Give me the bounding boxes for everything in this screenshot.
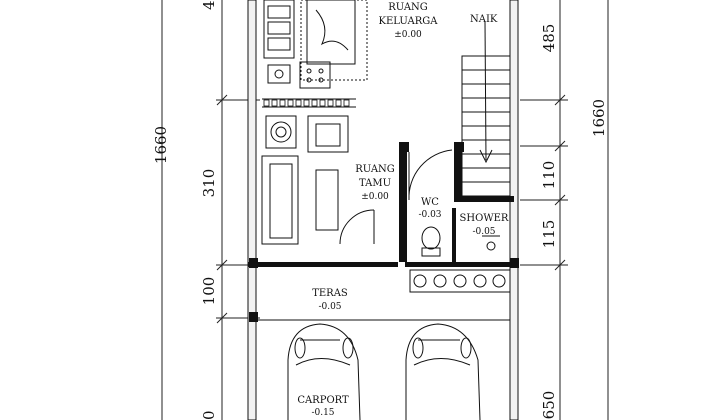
dim-left-teras: 100: [200, 277, 218, 306]
dim-left-ruang-tamu: 310: [200, 169, 218, 198]
shower-fixture: [482, 235, 500, 251]
staircase: [461, 21, 511, 197]
wall-column-teras: [249, 312, 258, 322]
dim-right-shower: 115: [540, 220, 558, 249]
car-left: [287, 323, 361, 420]
carport-label-bg: [292, 392, 354, 420]
ruang-keluarga-name-2: KELUARGA: [379, 16, 439, 27]
dim-right-stair-lower: 110: [540, 161, 558, 190]
carport-level: -0.15: [311, 408, 334, 418]
wc-walls: [399, 142, 514, 262]
wc-level: -0.03: [418, 210, 441, 220]
wc-name: WC: [421, 197, 439, 208]
wc-toilet: [421, 226, 441, 257]
ruang-keluarga-level: ±0.00: [394, 30, 422, 40]
living-room-furniture: [261, 115, 375, 245]
right-dimension-lines: [520, 0, 609, 420]
ruang-tamu-level: ±0.00: [361, 192, 389, 202]
dim-right-top: 485: [540, 24, 558, 53]
car-right: [405, 323, 481, 420]
ruang-tamu-name-1: RUANG: [355, 164, 395, 175]
dim-left-bottom-partial: 0: [200, 410, 218, 420]
stair-label: NAIK: [470, 14, 498, 25]
exterior-walls: [247, 0, 519, 420]
shelf-slots: [263, 99, 350, 107]
planter-plants: [413, 274, 506, 288]
wall-column-left: [249, 258, 258, 268]
dim-right-carport: 650: [540, 391, 558, 420]
wc-door-swing: [408, 149, 453, 201]
dim-left-total: 1660: [152, 126, 170, 164]
planter-box: [409, 269, 511, 293]
shower-name: SHOWER: [460, 213, 509, 224]
ruang-keluarga-name-1: RUANG: [388, 2, 428, 13]
bottom-wall-service: [405, 262, 518, 267]
wall-column-right: [510, 258, 519, 268]
carport-name: CARPORT: [297, 395, 349, 406]
ruang-tamu-name-2: TAMU: [359, 178, 391, 189]
family-room-furniture: [262, 0, 368, 108]
bottom-wall-living: [248, 262, 398, 267]
dim-right-total: 1660: [590, 99, 608, 137]
dim-left-top-partial: 4: [200, 0, 218, 10]
teras-name: TERAS: [312, 288, 348, 299]
left-dimension-lines: [161, 0, 260, 420]
teras-level: -0.05: [318, 302, 341, 312]
shower-level: -0.05: [472, 227, 495, 237]
